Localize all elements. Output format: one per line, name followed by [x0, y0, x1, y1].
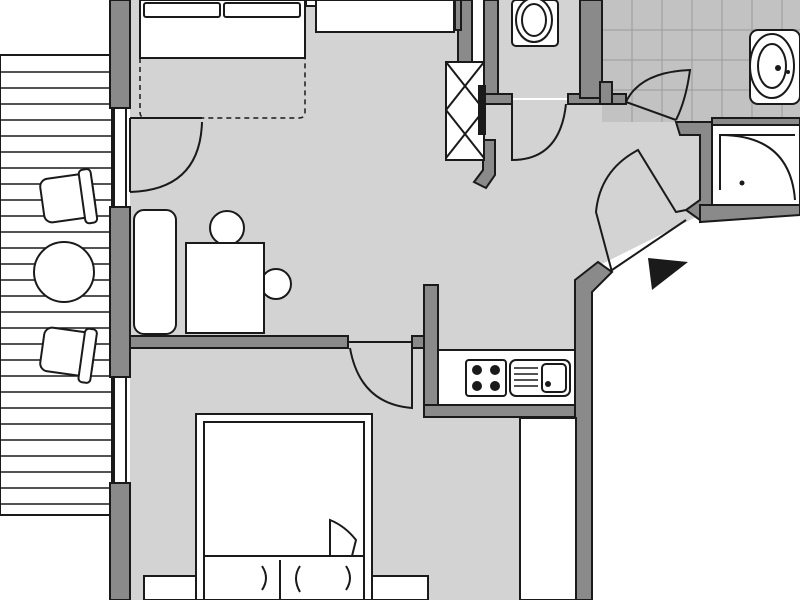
- wall-west-1: [109, 0, 131, 109]
- bench: [133, 209, 177, 335]
- blanket-fold: [329, 518, 358, 557]
- wall-shaft-east: [483, 0, 499, 99]
- window-west-1: [113, 108, 127, 207]
- door-wc: [511, 103, 567, 162]
- balcony-table: [33, 241, 95, 303]
- nightstand: [305, 0, 317, 7]
- pillow-left: [143, 2, 221, 18]
- wall-bath-lower-left: [599, 81, 613, 105]
- wall-kitchen-post: [423, 284, 439, 418]
- door-bedroom-top: [129, 118, 203, 193]
- wall-west-3: [109, 482, 131, 600]
- balcony-chair-bottom: [39, 326, 98, 384]
- wall-kitchen-bottom: [423, 404, 581, 418]
- wc-fixtures: [511, 0, 567, 162]
- shower-tray-icon: [711, 124, 800, 206]
- chair-top: [209, 210, 245, 246]
- nightstand-left: [143, 575, 197, 600]
- window-west-2: [113, 377, 127, 483]
- wardrobe-top: [315, 0, 455, 33]
- entrance-arrow-icon: [648, 258, 688, 290]
- door-entrance: [594, 148, 687, 273]
- bathroom-fixtures: [625, 29, 800, 206]
- stove-hob-icon: [465, 359, 507, 397]
- pillow-right: [223, 2, 301, 18]
- wardrobe-bottom: [519, 417, 577, 600]
- door-bathroom: [625, 68, 692, 121]
- chair-right: [260, 268, 292, 300]
- kitchen-sink-icon: [509, 359, 571, 397]
- wall-bedroom-top-right: [454, 0, 462, 31]
- nightstand-right: [371, 575, 429, 600]
- balcony-furniture: [33, 168, 99, 384]
- wall-hall-angle: [472, 139, 496, 190]
- living-room-furniture: [133, 148, 688, 335]
- shaft: [445, 61, 486, 161]
- bedroom-top-furniture: [129, 0, 455, 193]
- balcony-chair-top: [39, 168, 99, 225]
- wall-bedroom-divider: [129, 335, 349, 349]
- double-bed-bottom: [203, 421, 365, 600]
- wall-bath-south: [699, 204, 800, 224]
- wall-wc-bottom-left: [483, 93, 513, 105]
- walls: [109, 0, 800, 600]
- door-bedroom-bottom: [348, 341, 413, 410]
- kitchenette: [348, 341, 576, 410]
- dining-table: [185, 242, 265, 334]
- bed-dashed-outline: [139, 58, 306, 119]
- washbasin-icon: [749, 33, 795, 99]
- wall-wc-east: [579, 0, 603, 99]
- wall-west-2: [109, 206, 131, 378]
- bedroom-bottom-furniture: [143, 413, 577, 600]
- wall-east-angled: [574, 260, 614, 600]
